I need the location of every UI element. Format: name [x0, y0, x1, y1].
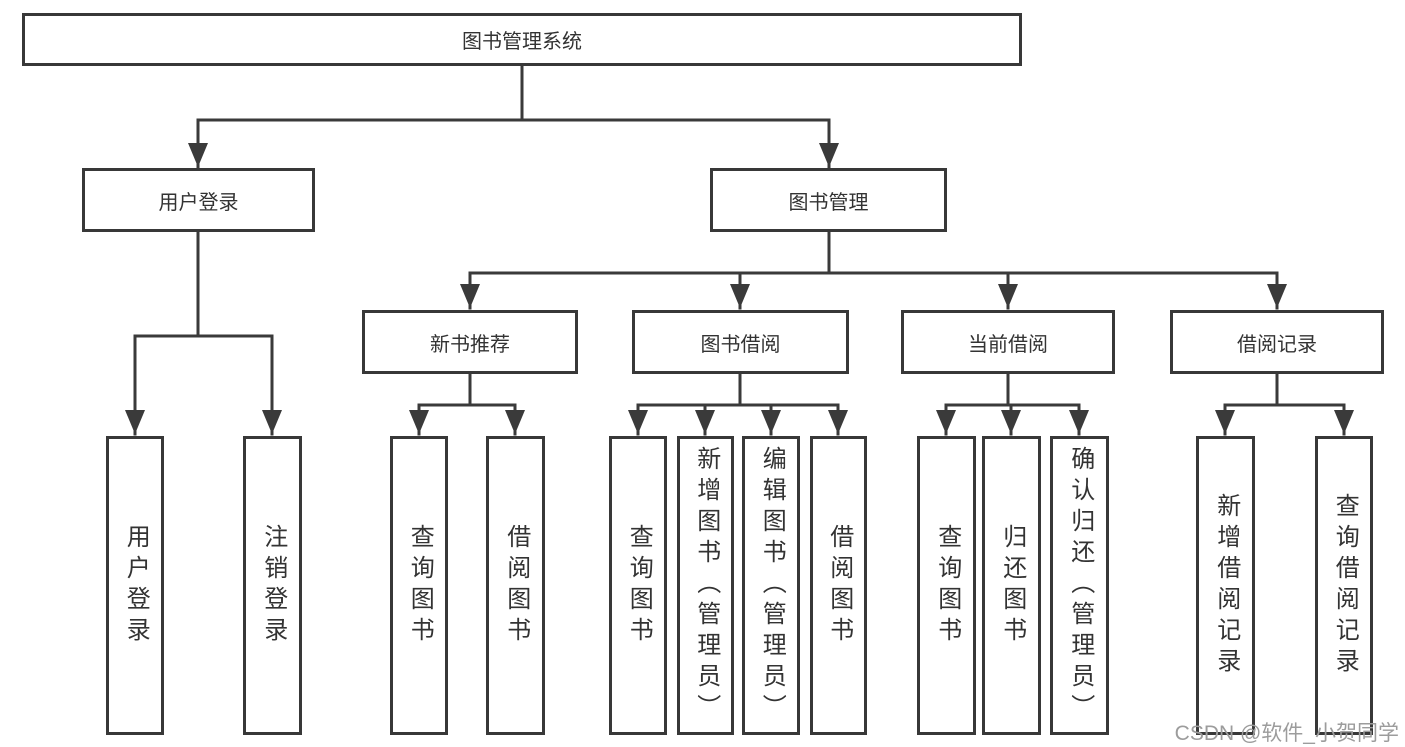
leaf-logout-label: 注销登录 [259, 523, 287, 648]
leaf-edit-book-admin: 编辑图书（管理员） [742, 436, 800, 735]
leaf-borrow-books-2-label: 借阅图书 [825, 523, 853, 648]
leaf-logout: 注销登录 [243, 436, 302, 735]
leaf-user-login-label: 用户登录 [122, 523, 150, 648]
node-current-borrow-label: 当前借阅 [968, 333, 1048, 356]
leaf-borrow-books-recommend-label: 借阅图书 [502, 523, 530, 648]
leaf-borrow-books-2: 借阅图书 [810, 436, 867, 735]
node-book-management-label: 图书管理 [788, 191, 869, 214]
node-borrow-records-label: 借阅记录 [1237, 333, 1317, 356]
leaf-add-book-admin-label: 新增图书（管理员） [692, 446, 720, 725]
leaf-add-borrow-record-label: 新增借阅记录 [1212, 492, 1240, 679]
node-user-login: 用户登录 [82, 168, 315, 232]
leaf-query-books-current-label: 查询图书 [933, 523, 961, 648]
leaf-confirm-return-admin-label: 确认归还（管理员） [1066, 446, 1094, 725]
csdn-watermark: CSDN @软件_小贺同学 [1174, 722, 1399, 745]
node-root: 图书管理系统 [22, 13, 1022, 66]
node-book-borrow: 图书借阅 [632, 310, 849, 374]
leaf-confirm-return-admin: 确认归还（管理员） [1050, 436, 1109, 735]
leaf-query-books-borrow: 查询图书 [609, 436, 667, 735]
node-new-book-recommend: 新书推荐 [362, 310, 578, 374]
node-book-management: 图书管理 [710, 168, 947, 232]
leaf-add-book-admin: 新增图书（管理员） [677, 436, 734, 735]
node-book-borrow-label: 图书借阅 [700, 333, 781, 356]
leaf-return-books-label: 归还图书 [998, 523, 1026, 648]
leaf-user-login: 用户登录 [106, 436, 164, 735]
node-borrow-records: 借阅记录 [1170, 310, 1384, 374]
leaf-query-books-current: 查询图书 [917, 436, 976, 735]
node-user-login-label: 用户登录 [158, 191, 239, 214]
leaf-query-borrow-record-label: 查询借阅记录 [1331, 492, 1359, 679]
leaf-query-books-borrow-label: 查询图书 [625, 523, 653, 648]
node-root-label: 图书管理系统 [462, 31, 582, 53]
leaf-query-books-recommend: 查询图书 [390, 436, 448, 735]
leaf-query-books-recommend-label: 查询图书 [406, 523, 434, 648]
leaf-borrow-books-recommend: 借阅图书 [486, 436, 545, 735]
leaf-query-borrow-record: 查询借阅记录 [1315, 436, 1373, 735]
leaf-return-books: 归还图书 [982, 436, 1041, 735]
node-new-book-recommend-label: 新书推荐 [430, 333, 510, 356]
leaf-add-borrow-record: 新增借阅记录 [1196, 436, 1255, 735]
node-current-borrow: 当前借阅 [901, 310, 1115, 374]
leaf-edit-book-admin-label: 编辑图书（管理员） [758, 446, 786, 725]
